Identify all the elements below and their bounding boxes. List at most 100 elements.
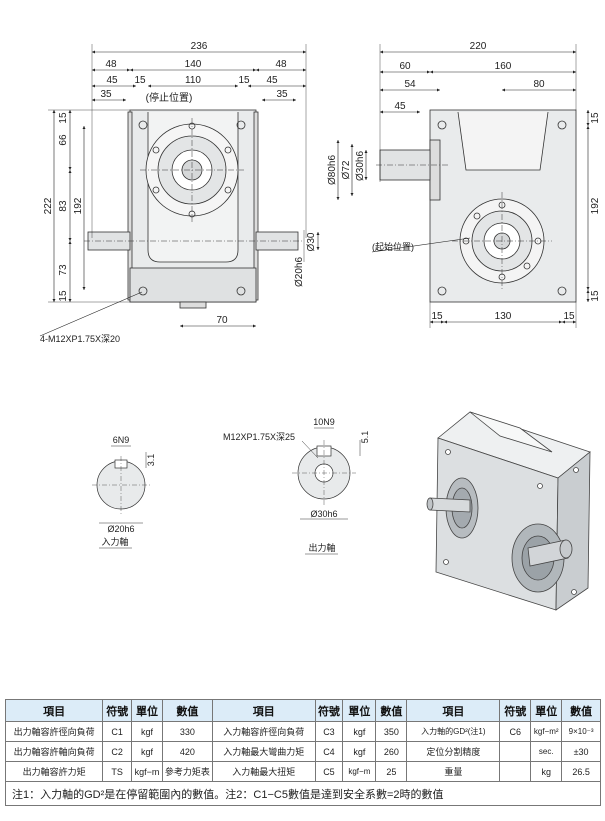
input-key-label: 6N9	[113, 435, 130, 445]
table-row: 出力軸容許力矩 TS kgf−m 參考力矩表 入力軸最大扭矩 C5 kgf−m …	[4, 761, 601, 782]
dim-15-left: 15	[134, 75, 146, 86]
cell: 參考力矩表	[162, 761, 213, 782]
input-shaft-label: 入力軸	[101, 536, 128, 547]
dim-15-side-right: 15	[563, 311, 575, 322]
cell: 350	[375, 721, 408, 742]
cell: 入力軸最大扭矩	[211, 761, 316, 782]
side-dimensions	[336, 44, 590, 328]
cell: 重量	[406, 761, 501, 782]
cell: 出力軸容許軸向負荷	[4, 741, 104, 762]
dim-15-side-top: 15	[590, 112, 601, 124]
cell: C5	[314, 761, 344, 782]
cell	[499, 741, 532, 762]
output-shaft-section	[292, 427, 361, 555]
cell: 420	[162, 741, 213, 762]
header-item: 項目	[406, 699, 501, 722]
dim-45-left: 45	[106, 75, 118, 86]
output-tap-label: M12XP1.75X深25	[223, 432, 295, 442]
cell: C1	[102, 721, 133, 742]
header-item: 項目	[4, 699, 104, 722]
dim-60: 60	[399, 61, 411, 72]
cell: 入力軸的GD²(注1)	[406, 721, 501, 742]
cell: 26.5	[561, 761, 601, 782]
dim-83: 83	[58, 200, 69, 212]
cell: kgf	[342, 721, 377, 742]
header-symbol: 符號	[102, 699, 133, 722]
dim-45-right: 45	[266, 75, 278, 86]
dim-15-right: 15	[238, 75, 250, 86]
dim-15-side-left: 15	[431, 311, 443, 322]
dim-45-side: 45	[394, 101, 406, 112]
input-key-depth: 3.1	[146, 454, 156, 467]
table-row: 出力軸容許軸向負荷 C2 kgf 420 入力軸最大彎曲力矩 C4 kgf 26…	[4, 741, 601, 762]
tap-note: 4-M12XP1.75X深20	[40, 334, 120, 344]
header-item: 項目	[211, 699, 316, 722]
cell: 入力軸最大彎曲力矩	[211, 741, 316, 762]
table-note-row: 注1：入力軸的GD²是在停留範圍內的數值。注2：C1−C5數值是達到安全系數=2…	[5, 781, 601, 806]
header-unit: 單位	[342, 699, 377, 722]
input-shaft-section	[92, 445, 150, 549]
dim-d80h6: Ø80h6	[327, 155, 338, 185]
dim-160: 160	[495, 61, 512, 72]
header-unit: 單位	[131, 699, 164, 722]
dim-48-right: 48	[275, 59, 287, 70]
dim-66: 66	[58, 134, 69, 146]
header-symbol: 符號	[499, 699, 532, 722]
output-key-label: 10N9	[313, 417, 335, 427]
cell: 出力軸容許徑向負荷	[4, 721, 104, 742]
dim-236: 236	[191, 41, 208, 52]
table-note: 注1：入力軸的GD²是在停留範圍內的數值。注2：C1−C5數值是達到安全系數=2…	[5, 781, 601, 806]
cell: kgf	[131, 741, 164, 762]
cell: 330	[162, 721, 213, 742]
start-position-label: (起始位置)	[372, 241, 414, 252]
dim-192: 192	[73, 197, 84, 214]
header-value: 數值	[561, 699, 601, 722]
cell: ±30	[561, 741, 601, 762]
cell: sec.	[530, 741, 563, 762]
cell: kgf	[131, 721, 164, 742]
header-value: 數值	[375, 699, 408, 722]
cell: 25	[375, 761, 408, 782]
front-view	[84, 109, 302, 309]
cell	[499, 761, 532, 782]
dim-d30: Ø30	[306, 232, 317, 251]
header-unit: 單位	[530, 699, 563, 722]
front-dim-labels: 236 48 140 48 45 15 110 15 45 35 35 (停止位…	[40, 41, 317, 344]
table-row: 出力軸容許徑向負荷 C1 kgf 330 入力軸容許徑向負荷 C3 kgf 35…	[4, 721, 601, 742]
dim-35-right: 35	[276, 89, 288, 100]
stop-position-label: (停止位置)	[146, 91, 193, 104]
isometric-view	[426, 411, 591, 611]
cell: C4	[314, 741, 344, 762]
cell: C3	[314, 721, 344, 742]
cell: 9×10⁻³	[561, 721, 601, 742]
dim-220: 220	[470, 41, 487, 52]
cell: 260	[375, 741, 408, 762]
technical-drawing: 236 48 140 48 45 15 110 15 45 35 35 (停止位…	[39, 41, 601, 611]
output-shaft-label: 出力軸	[308, 542, 335, 553]
cell: kgf−m	[342, 761, 377, 782]
input-shaft-diameter: Ø20h6	[107, 524, 134, 534]
dim-d30h6: Ø30h6	[355, 151, 366, 181]
dim-35-left: 35	[100, 89, 112, 100]
cell: C6	[499, 721, 532, 742]
side-dim-labels: 220 60 160 54 80 45 Ø80h6 Ø72 Ø30h6 15 1…	[327, 41, 601, 322]
spec-table: 項目 符號 單位 數值 項目 符號 單位 數值 項目 符號 單位 數值 出力軸容…	[4, 699, 601, 806]
cell: kgf−m	[131, 761, 164, 782]
dim-80: 80	[533, 79, 545, 90]
cell: 入力軸容許徑向負荷	[211, 721, 316, 742]
front-dimensions	[39, 44, 320, 337]
cell: kg	[530, 761, 563, 782]
dim-73: 73	[58, 264, 69, 276]
dim-110: 110	[185, 75, 201, 86]
header-value: 數值	[162, 699, 213, 722]
dim-15-top: 15	[58, 112, 69, 124]
table-header-row: 項目 符號 單位 數值 項目 符號 單位 數值 項目 符號 單位 數值	[4, 699, 601, 722]
header-symbol: 符號	[314, 699, 344, 722]
side-view	[376, 109, 577, 303]
dim-15-bottom: 15	[58, 290, 69, 302]
dim-15-side-bottom: 15	[590, 290, 601, 302]
cell: kgf−m²	[530, 721, 563, 742]
cell: 定位分割精度	[406, 741, 501, 762]
output-shaft-diameter: Ø30h6	[310, 509, 337, 519]
dim-192-side: 192	[590, 197, 601, 214]
